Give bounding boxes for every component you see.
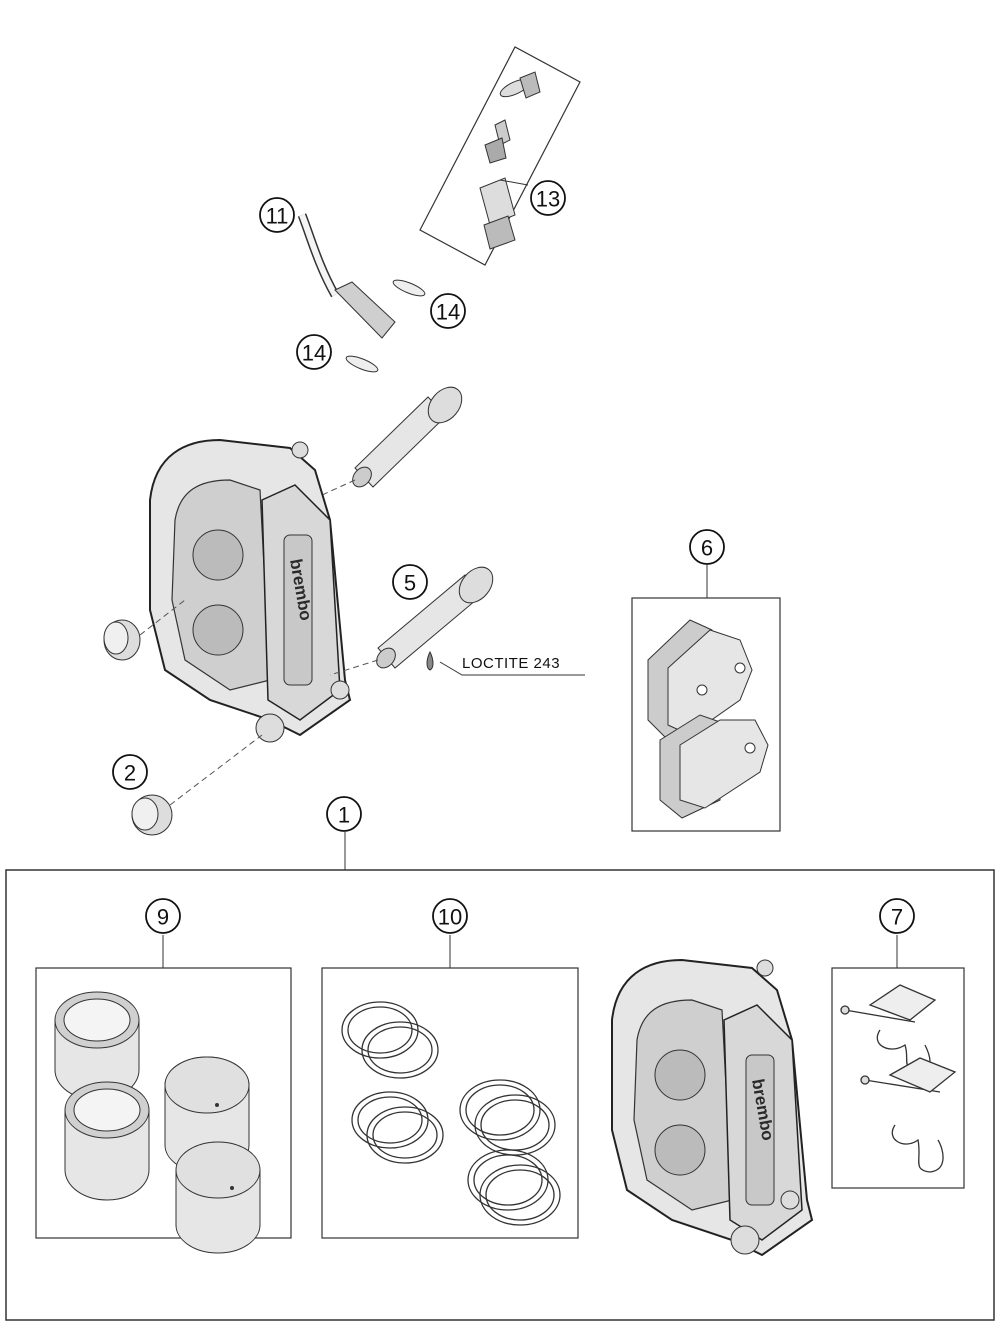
brake-pads-box bbox=[631, 597, 781, 832]
callout-6: 6 bbox=[689, 529, 725, 565]
pad-pin-lower bbox=[376, 566, 494, 669]
callout-2: 2 bbox=[112, 754, 148, 790]
loctite-drop-icon bbox=[426, 650, 434, 671]
seal-rings bbox=[341, 1001, 561, 1226]
callout-7: 7 bbox=[879, 898, 915, 934]
spring-clips-box bbox=[831, 967, 965, 1189]
svg-text:7: 7 bbox=[891, 905, 903, 930]
spacer-lower bbox=[131, 794, 173, 836]
svg-text:14: 14 bbox=[302, 341, 326, 366]
svg-text:2: 2 bbox=[124, 761, 136, 786]
spring-clip-upper bbox=[840, 984, 937, 1073]
bleeder-screw bbox=[484, 119, 511, 164]
brake-pad-upper bbox=[647, 619, 753, 741]
svg-text:13: 13 bbox=[536, 187, 560, 212]
sealing-washer-upper bbox=[392, 279, 426, 297]
svg-text:1: 1 bbox=[338, 803, 350, 828]
svg-text:10: 10 bbox=[438, 905, 462, 930]
callout-9: 9 bbox=[145, 898, 181, 934]
spacer-upper bbox=[103, 619, 141, 661]
callout-14-upper: 14 bbox=[430, 293, 466, 329]
svg-text:9: 9 bbox=[157, 905, 169, 930]
bleeder-kit-box bbox=[419, 46, 581, 266]
svg-text:14: 14 bbox=[436, 300, 460, 325]
piston-1 bbox=[54, 991, 140, 1101]
brake-line bbox=[297, 213, 396, 339]
caliper-upper: brembo bbox=[149, 438, 352, 743]
brake-pad-lower bbox=[659, 714, 769, 819]
caliper-complete: brembo bbox=[611, 958, 814, 1257]
callout-11: 11 bbox=[259, 197, 295, 233]
caliper-kit-box bbox=[5, 869, 995, 1321]
pad-pin-upper bbox=[352, 386, 463, 488]
callout-14-lower: 14 bbox=[296, 334, 332, 370]
bleeder-body bbox=[479, 177, 516, 250]
spring-clip-lower bbox=[860, 1057, 957, 1173]
callout-1: 1 bbox=[326, 796, 362, 832]
svg-text:5: 5 bbox=[404, 571, 416, 596]
callout-13: 13 bbox=[530, 180, 566, 216]
loctite-note: LOCTITE 243 bbox=[462, 655, 560, 672]
callout-10: 10 bbox=[432, 898, 468, 934]
sealing-washer-lower bbox=[345, 355, 379, 373]
piston-4 bbox=[175, 1141, 261, 1254]
svg-text:11: 11 bbox=[266, 204, 289, 229]
svg-text:6: 6 bbox=[701, 536, 713, 561]
piston-2 bbox=[64, 1081, 150, 1201]
callout-5: 5 bbox=[392, 564, 428, 600]
bleeder-cap bbox=[499, 71, 541, 99]
